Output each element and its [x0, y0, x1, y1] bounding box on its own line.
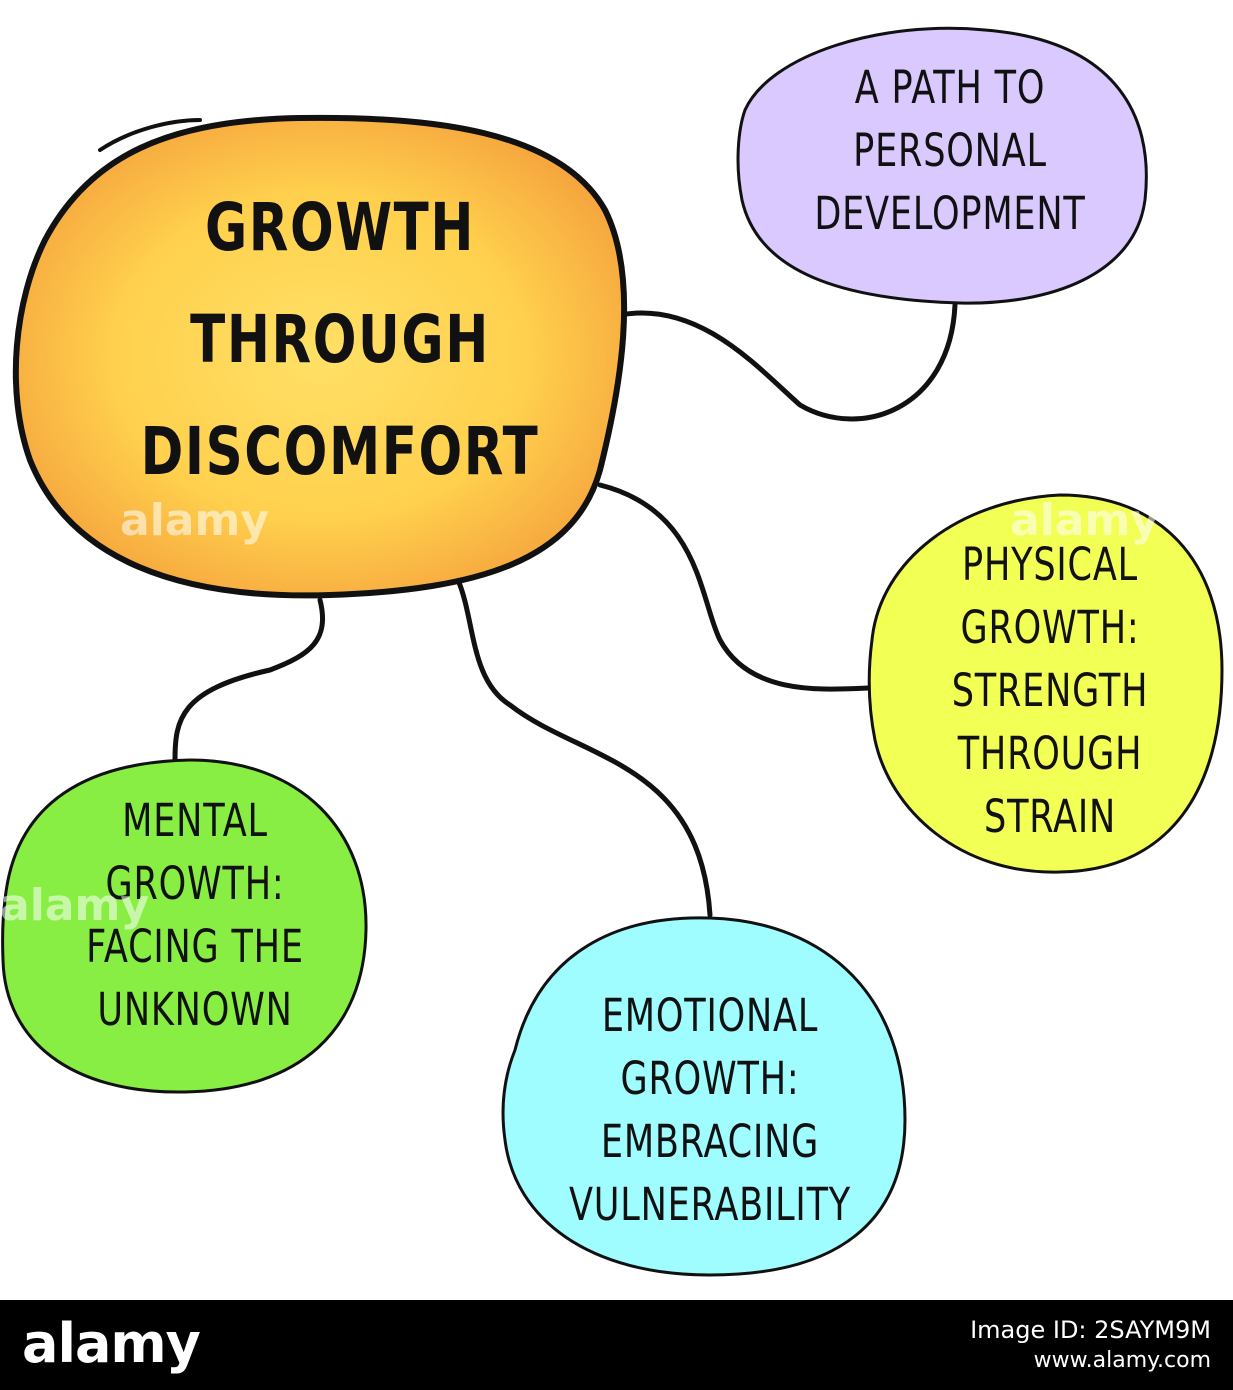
connector-center-to-path — [617, 302, 958, 422]
mind-map-diagram — [1, 26, 1224, 1277]
connector-center-to-mental — [172, 597, 326, 763]
footer-image-info: Image ID: 2SAYM9M www.alamy.com — [970, 1314, 1211, 1376]
path-line-3: DEVELOPMENT — [814, 186, 1086, 240]
mental-line-1: MENTAL — [122, 794, 268, 847]
node-path-bubble — [736, 26, 1148, 305]
emotional-line-1: EMOTIONAL — [601, 989, 819, 1042]
mental-line-4: UNKNOWN — [97, 983, 293, 1036]
mental-line-3: FACING THE — [86, 920, 304, 973]
footer-image-id: Image ID: 2SAYM9M — [970, 1316, 1211, 1344]
center-line-3: DISCOMFORT — [140, 413, 540, 490]
footer-logo: alamy — [22, 1312, 201, 1375]
stock-footer-bar: alamy Image ID: 2SAYM9M www.alamy.com — [0, 1300, 1233, 1390]
center-sketch-stroke — [98, 118, 202, 152]
emotional-node-label: EMOTIONAL GROWTH: EMBRACING VULNERABILIT… — [562, 975, 858, 1245]
physical-line-1: PHYSICAL — [962, 537, 1138, 591]
path-line-2: PERSONAL — [853, 123, 1047, 177]
emotional-line-2: GROWTH: — [620, 1052, 800, 1105]
center-topic-label: GROWTH THROUGH DISCOMFORT — [137, 160, 543, 520]
physical-line-3: STRENGTH — [951, 663, 1149, 717]
center-line-2: THROUGH — [190, 301, 490, 378]
physical-line-5: STRAIN — [984, 789, 1116, 843]
node-emotional-bubble — [501, 916, 907, 1277]
physical-node-label: PHYSICAL GROWTH: STRENGTH THROUGH STRAIN — [925, 530, 1175, 850]
mental-line-2: GROWTH: — [105, 857, 285, 910]
center-line-1: GROWTH — [204, 189, 476, 266]
watermark-text: alamy — [0, 880, 149, 931]
node-center-bubble — [12, 114, 628, 599]
node-physical-bubble — [867, 493, 1224, 874]
footer-site: www.alamy.com — [1033, 1348, 1211, 1373]
physical-line-4: THROUGH — [957, 726, 1143, 780]
path-node-label: A PATH TO PERSONAL DEVELOPMENT — [802, 45, 1098, 255]
connector-center-to-emotional — [455, 577, 713, 918]
connector-center-to-physical — [597, 482, 871, 692]
watermark-text: alamy — [1010, 495, 1159, 546]
node-mental-bubble — [1, 758, 368, 1094]
emotional-line-3: EMBRACING — [600, 1115, 820, 1168]
mental-node-label: MENTAL GROWTH: FACING THE UNKNOWN — [66, 785, 323, 1045]
watermark-text: alamy — [120, 495, 269, 546]
emotional-line-4: VULNERABILITY — [568, 1178, 852, 1231]
physical-line-2: GROWTH: — [960, 600, 1140, 654]
path-line-1: A PATH TO — [854, 60, 1046, 114]
